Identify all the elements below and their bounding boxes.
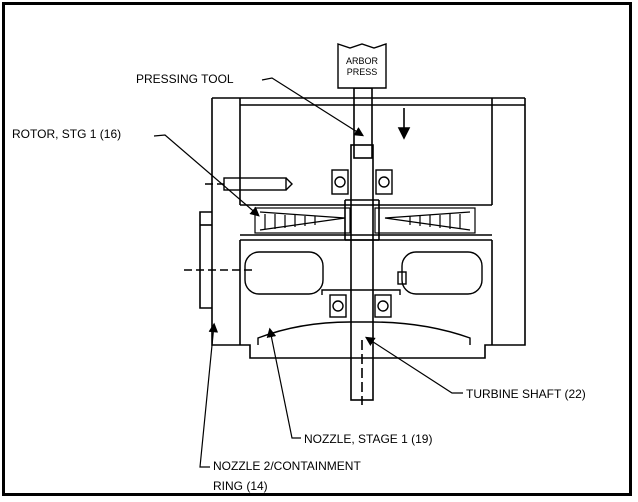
rotor-stage1: [254, 207, 476, 234]
turbine-shaft-label: TURBINE SHAFT (22): [466, 387, 586, 401]
upper-bearings: [331, 169, 393, 195]
nozzle2-leader: [199, 322, 219, 468]
arbor-press-label-line1: ARBOR: [346, 56, 379, 66]
diagram-frame: [2, 2, 632, 496]
nozzle2-cavities: [184, 251, 483, 295]
left-boss: [199, 211, 212, 309]
turbine-shaft-leader: [364, 336, 463, 394]
nozzle-stage1-base: [257, 321, 471, 345]
locating-pin: [205, 177, 293, 191]
nozzle2-label-line2: RING (14): [213, 479, 268, 493]
arbor-press-label-line2: PRESS: [347, 67, 378, 77]
turbine-shaft: [344, 144, 380, 405]
lower-bearings: [321, 289, 401, 318]
rotor-stg1-leader: [153, 134, 260, 217]
pressing-tool-label: PRESSING TOOL: [136, 72, 234, 86]
pressing-tool-leader: [261, 77, 365, 137]
press-direction-arrow: [397, 108, 411, 140]
arbor-press-box: ARBOR PRESS: [337, 43, 387, 89]
nozzle-stage1-leader: [266, 327, 301, 439]
nozzle-stage1-label: NOZZLE, STAGE 1 (19): [304, 432, 432, 446]
turbine-housing: [211, 97, 526, 359]
nozzle2-label-line1: NOZZLE 2/CONTAINMENT: [213, 459, 361, 473]
rotor-stg1-label: ROTOR, STG 1 (16): [12, 127, 121, 141]
